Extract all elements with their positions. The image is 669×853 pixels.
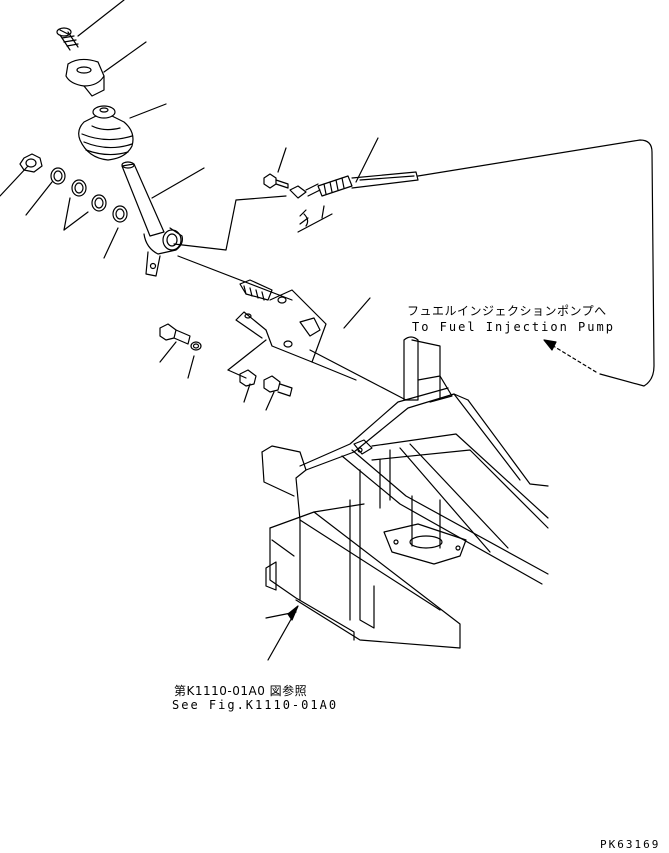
nut-washer-stack [20,154,127,222]
drawing-code: PK63169 [600,838,661,851]
arrow-to-reference [268,606,298,660]
fuel-pump-label-en: To Fuel Injection Pump [412,320,615,334]
lever-arm [122,162,182,276]
reference-label-en: See Fig.K1110-01A0 [172,698,339,712]
fuel-pump-label-jp: フュエルインジェクションポンプへ [407,304,607,318]
cable-bolt [264,174,288,188]
arrow-to-pump [544,340,596,372]
knob-cap [66,59,104,96]
leader-lines [0,0,378,618]
screw-top [57,28,78,50]
rubber-boot [79,106,133,160]
linkage-rod [174,196,292,300]
throttle-cable [290,140,654,386]
mounting-bracket [236,280,406,400]
reference-label-jp: 第K1110-01A0 図参照 [174,684,308,698]
operator-frame [262,337,548,648]
bolt-washer-group [160,324,292,396]
